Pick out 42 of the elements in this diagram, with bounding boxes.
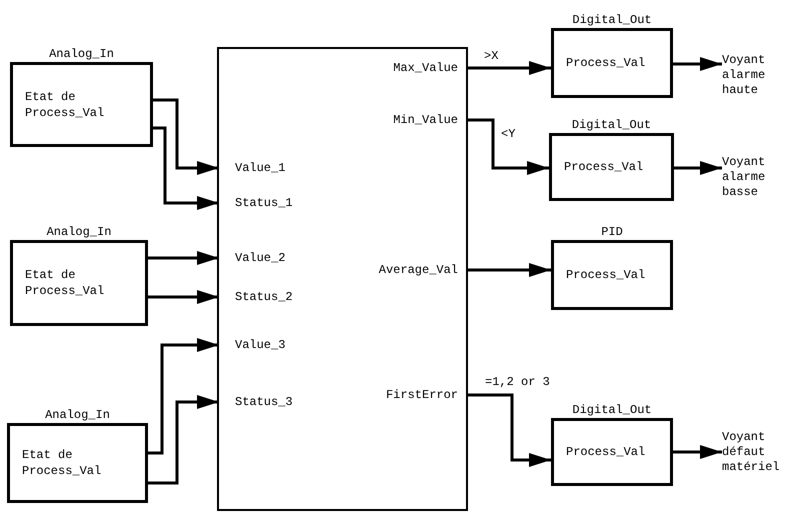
port-label: Min_Value — [393, 113, 466, 127]
block-text: Process_Val — [566, 444, 646, 460]
arrow — [673, 57, 722, 71]
port-label: Max_Value — [393, 61, 466, 75]
arrow — [673, 445, 722, 459]
indicator-label: Voyant défaut matériel — [722, 430, 786, 475]
arrow — [148, 338, 219, 454]
arrow — [148, 251, 219, 265]
indicator-label: Voyant alarme haute — [722, 53, 786, 98]
function-block — [217, 47, 468, 511]
arrow — [148, 290, 219, 304]
block-title: Digital_Out — [571, 13, 653, 27]
arrow — [466, 263, 551, 277]
block-text: Process_Val — [566, 267, 646, 283]
port-label: Status_1 — [219, 196, 293, 210]
arrow — [153, 126, 219, 210]
block-title: PID — [600, 225, 624, 239]
port-label: Value_1 — [219, 161, 286, 175]
port-label: Value_2 — [219, 251, 286, 265]
arrow — [466, 118, 549, 175]
arrow — [466, 394, 551, 467]
port-label: Status_2 — [219, 290, 293, 304]
arrow — [466, 61, 551, 75]
indicator-label: Voyant alarme basse — [722, 155, 786, 200]
block-title: Analog_In — [46, 225, 112, 239]
block-title: Analog_In — [48, 47, 115, 61]
edge-label: =1,2 or 3 — [484, 376, 551, 389]
block-text: Process_Val — [564, 159, 644, 175]
port-label: Status_3 — [219, 395, 293, 409]
arrow — [148, 395, 219, 484]
arrow — [153, 98, 219, 175]
port-label: Average_Val — [378, 263, 466, 277]
block-text: Process_Val — [566, 55, 646, 71]
block-text: Etat de Process_Val — [25, 88, 106, 120]
port-label: Value_3 — [219, 338, 286, 352]
block-title: Digital_Out — [571, 403, 653, 417]
block-title: Digital_Out — [570, 118, 652, 132]
port-label: FirstError — [386, 388, 466, 402]
block-text: Etat de Process_Val — [25, 267, 106, 299]
block-text: Etat de Process_Val — [22, 447, 102, 479]
block-title: Analog_In — [44, 408, 111, 422]
arrow — [674, 161, 722, 175]
